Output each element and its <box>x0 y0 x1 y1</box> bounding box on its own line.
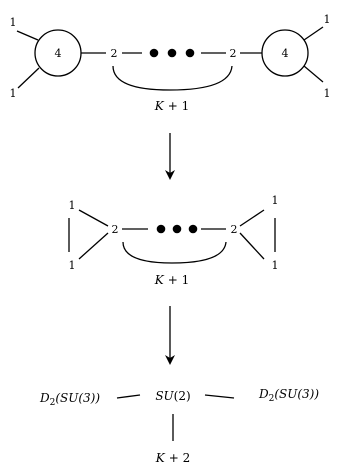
right-upper-flavor-label: 1 <box>324 13 331 26</box>
bottom-left-link <box>116 394 141 399</box>
chain-dot <box>172 224 182 234</box>
right-node-args: (SU(3)) <box>274 387 319 401</box>
left-upper-flavor-label: 1 <box>10 16 17 29</box>
bottom-left-node-label: D2(SU(3)) <box>39 391 100 408</box>
below-label-k: K <box>155 451 166 465</box>
right-node-subscript: 2 <box>269 394 275 404</box>
chain-end-right-label: 2 <box>230 47 237 60</box>
right-node-D: D <box>258 387 269 401</box>
chain-dot <box>188 224 198 234</box>
middle-chain-end-right-label: 2 <box>231 223 238 236</box>
right-lower-flavor-line <box>303 65 324 83</box>
brace-label-rest: + 1 <box>168 99 190 113</box>
chain-dot <box>149 48 159 58</box>
bottom-right-node-label: D2(SU(3)) <box>258 387 319 404</box>
middle-chain-dots <box>156 224 198 234</box>
left-node-subscript: 2 <box>50 398 56 408</box>
left-node-label: 4 <box>55 47 62 60</box>
chain-dot <box>167 48 177 58</box>
left-lower-flavor-line <box>17 67 40 89</box>
chain-dot <box>156 224 166 234</box>
right-lower-flavor-label: 1 <box>324 87 331 100</box>
middle-left-lower-flavor-label: 1 <box>69 259 76 272</box>
middle-brace <box>122 241 227 264</box>
middle-brace-label: K+ 1 <box>154 273 189 287</box>
right-upper-triangle-edge <box>239 209 265 227</box>
right-upper-flavor-line <box>303 26 324 41</box>
bottom-quiver <box>116 394 235 441</box>
left-lower-flavor-label: 1 <box>10 87 17 100</box>
left-node-D: D <box>39 391 50 405</box>
chain-dot <box>185 48 195 58</box>
bottom-below-label: K+ 2 <box>155 451 190 465</box>
top-chain-dots <box>149 48 195 58</box>
bottom-center-node-label: SU(2) <box>155 389 190 403</box>
brace-label-k: K <box>154 99 165 113</box>
center-node-args: (2) <box>174 389 191 403</box>
top-brace <box>112 65 233 91</box>
left-upper-flavor-line <box>16 30 39 41</box>
brace-label-rest: + 1 <box>168 273 190 287</box>
left-upper-triangle-edge <box>78 209 109 227</box>
chain-end-left-label: 2 <box>111 47 118 60</box>
bottom-right-link <box>204 394 235 399</box>
middle-right-upper-flavor-label: 1 <box>272 194 279 207</box>
right-node-label: 4 <box>282 47 289 60</box>
middle-left-upper-flavor-label: 1 <box>69 199 76 212</box>
top-brace-label: K+ 1 <box>154 99 189 113</box>
middle-right-lower-flavor-label: 1 <box>272 259 279 272</box>
left-node-args: (SU(3)) <box>55 391 100 405</box>
below-label-rest: + 2 <box>169 451 191 465</box>
left-lower-triangle-edge <box>78 232 109 260</box>
brace-label-k: K <box>154 273 165 287</box>
middle-chain-end-left-label: 2 <box>112 223 119 236</box>
center-node-SU: SU <box>155 389 174 403</box>
top-quiver <box>16 26 324 91</box>
right-gauge-node <box>261 29 309 77</box>
middle-quiver <box>68 209 276 264</box>
right-lower-triangle-edge <box>239 232 265 260</box>
